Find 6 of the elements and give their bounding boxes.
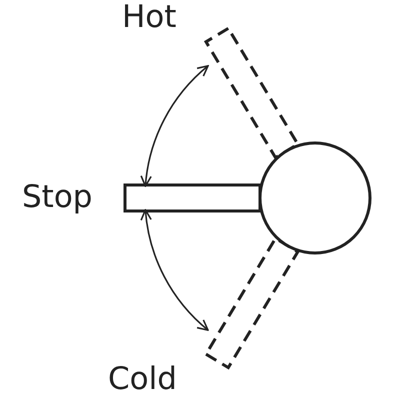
double-arrow xyxy=(140,209,209,331)
position-label: Hot xyxy=(122,2,176,33)
position-label: Cold xyxy=(108,364,177,395)
double-arrow xyxy=(140,65,209,187)
pivot-circle xyxy=(258,142,372,254)
position-label: Stop xyxy=(22,182,92,213)
